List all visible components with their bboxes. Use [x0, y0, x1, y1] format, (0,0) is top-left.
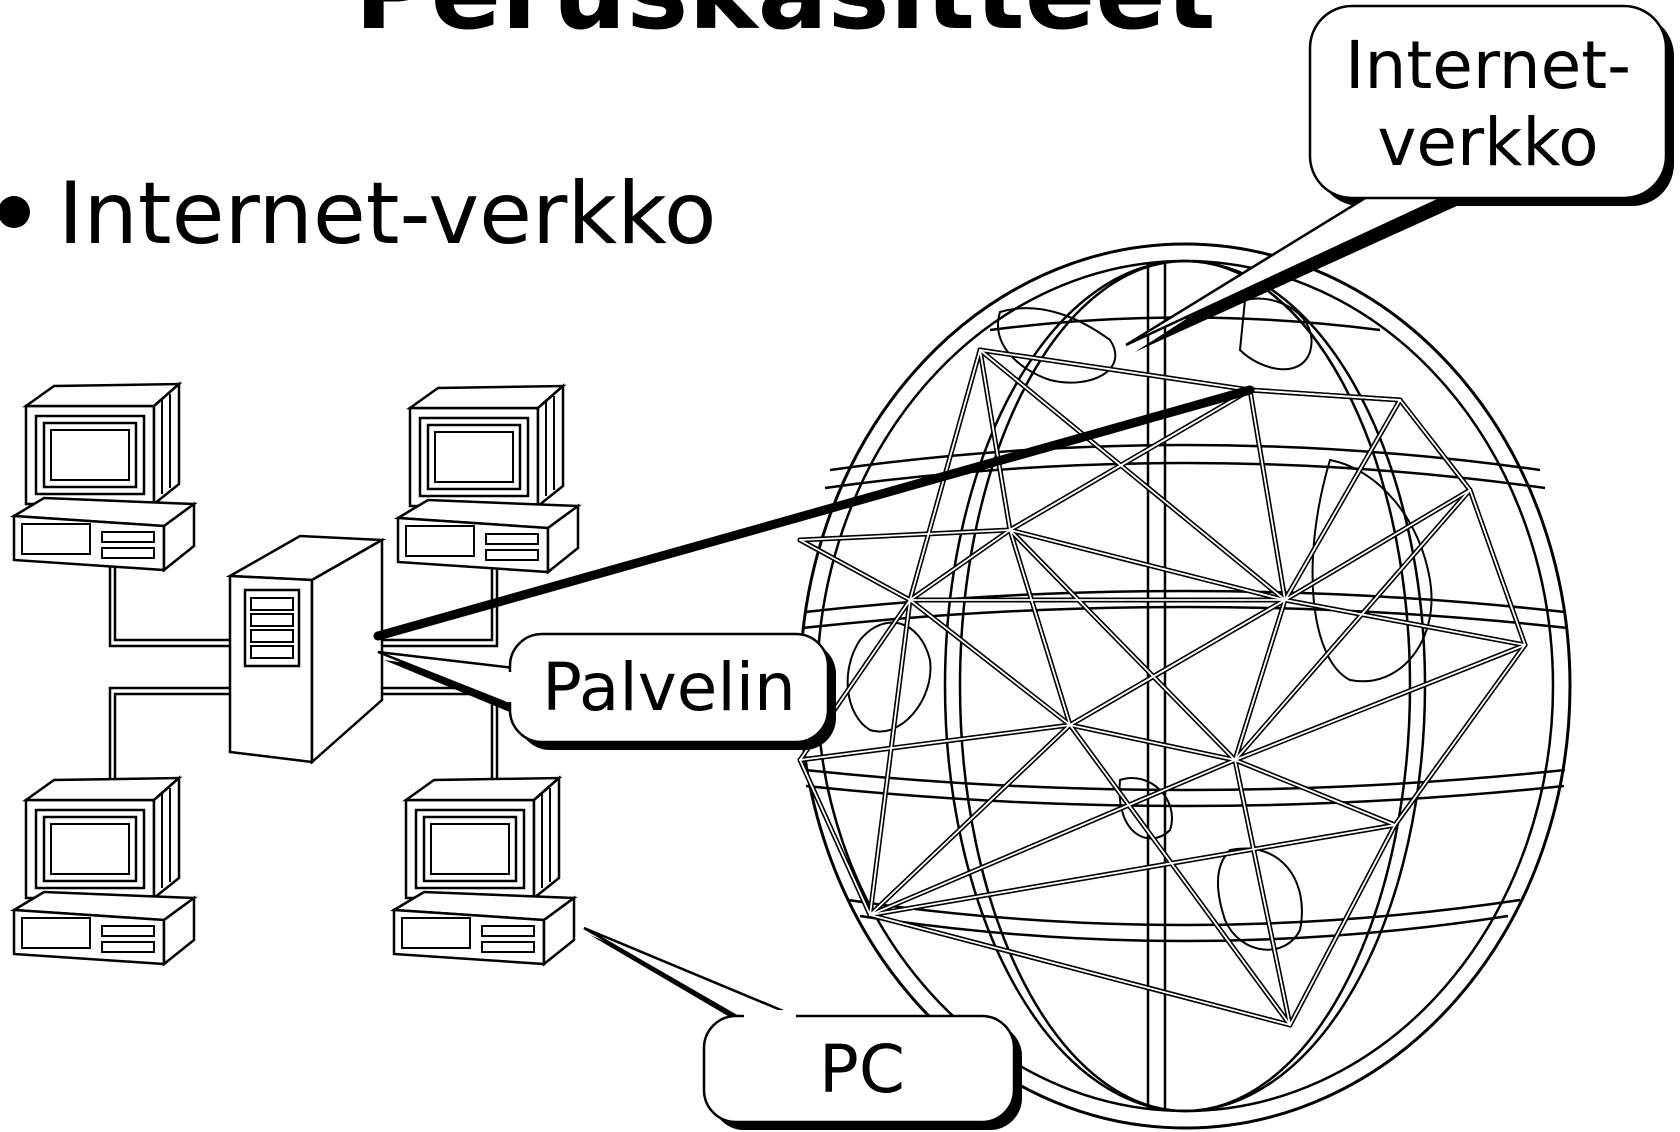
desktop-computer-icon [12, 776, 196, 966]
slide-title: Peruskäsitteet [354, 0, 1215, 53]
internet-link [373, 385, 1255, 641]
callout-pc-label: PC [819, 1031, 905, 1108]
desktop-computer-icon [12, 382, 196, 572]
bullet-dot-icon [0, 196, 30, 228]
desktop-computer-icon [396, 384, 580, 574]
callout-pc: PC [583, 926, 1022, 1130]
callout-internet-line1: Internet- [1345, 27, 1631, 104]
bullet-text: Internet-verkko [58, 164, 717, 264]
callout-internet-line2: verkko [1377, 104, 1598, 181]
callout-internet: Internet- verkko [1125, 4, 1674, 352]
globe-network-icon [797, 242, 1572, 1130]
callout-server: Palvelin [377, 632, 836, 750]
callout-server-label: Palvelin [542, 649, 796, 726]
server-tower-icon [225, 534, 387, 765]
desktop-computer-icon [392, 776, 576, 966]
